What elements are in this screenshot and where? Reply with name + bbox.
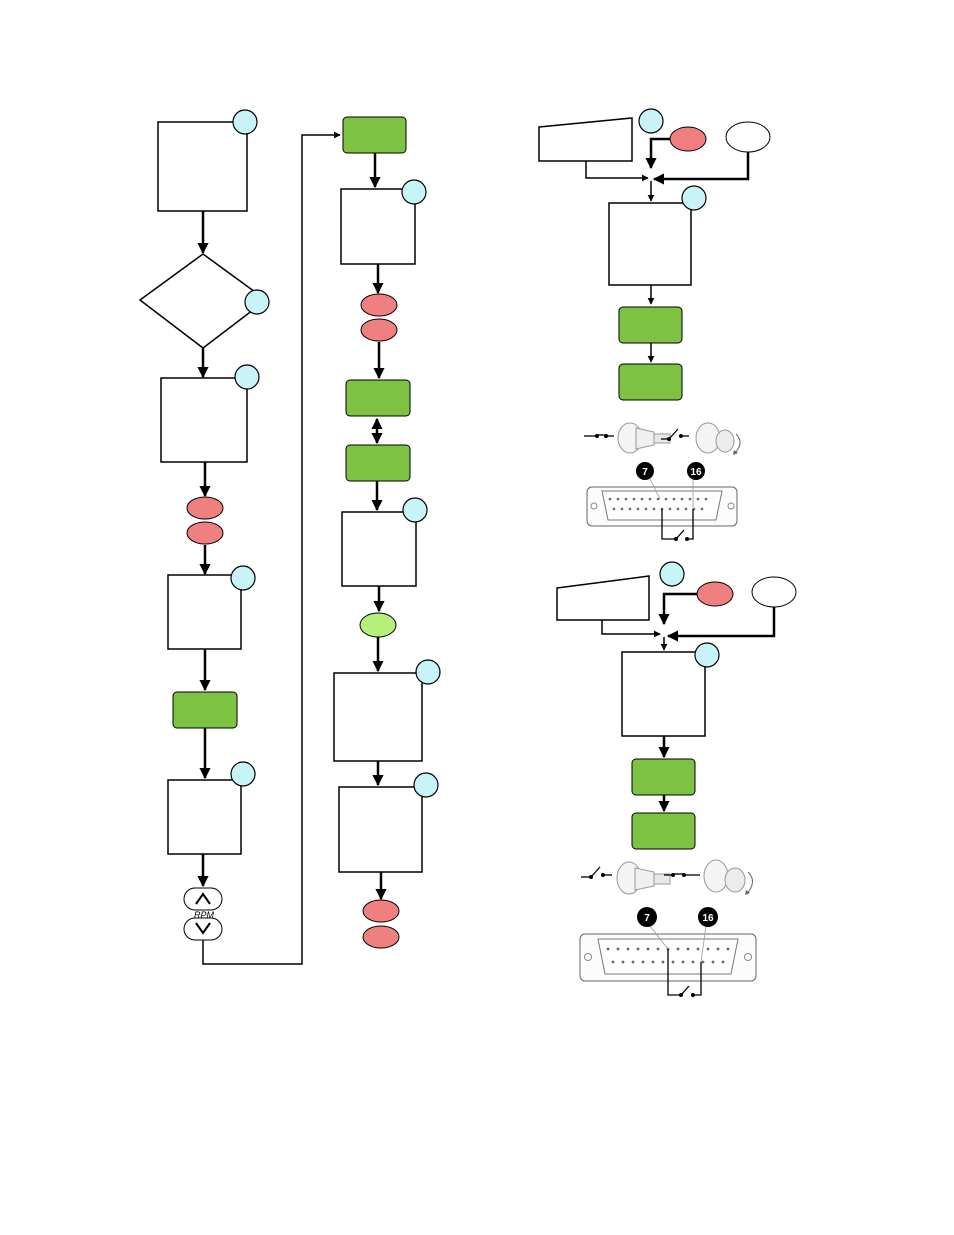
blank-oval — [751, 576, 797, 608]
step-callout-9 — [413, 772, 439, 798]
connector-pin-row — [608, 497, 708, 511]
process-box-8 — [338, 786, 423, 873]
stop-oval — [669, 126, 707, 152]
stop-oval — [186, 496, 224, 520]
switch-key-illustration — [581, 859, 753, 895]
process-box-10 — [621, 651, 706, 737]
turned-key-icon — [703, 859, 753, 895]
stop-oval — [360, 318, 398, 342]
step-callout-1 — [232, 109, 258, 135]
display-panel — [538, 117, 633, 162]
open-switch-icon — [661, 428, 689, 441]
process-box-7 — [333, 672, 423, 762]
jumper-switch — [661, 509, 685, 540]
step-callout-5 — [230, 761, 256, 787]
turned-key-icon — [695, 422, 741, 455]
process-box-3 — [167, 574, 242, 650]
db25-connector: 7 16 — [579, 907, 757, 997]
flow-connector — [658, 592, 697, 626]
rpm-keypad: RPM — [183, 887, 223, 941]
action-button — [342, 116, 407, 154]
stop-oval — [696, 581, 734, 607]
step-callout-4 — [230, 565, 256, 591]
step-callout-12 — [659, 561, 685, 587]
step-callout-7 — [402, 497, 428, 523]
action-button — [631, 812, 696, 850]
process-box-6 — [341, 511, 417, 587]
open-switch-icon — [581, 866, 612, 879]
step-callout-6 — [401, 179, 427, 205]
process-box-2 — [160, 377, 248, 463]
ignition-key-icon — [617, 422, 671, 454]
pin-badge — [637, 907, 657, 927]
ok-oval — [359, 612, 397, 638]
rpm-up-key — [183, 887, 223, 911]
rpm-down-key — [183, 917, 223, 941]
pin-badge — [698, 907, 718, 927]
pin-label-b: 16 — [702, 913, 714, 924]
chevron-down-icon — [195, 922, 211, 935]
pin-badge — [687, 462, 705, 480]
action-button — [172, 691, 238, 729]
column-1: RPM — [138, 109, 341, 965]
step-callout-8 — [415, 659, 441, 685]
process-box-1 — [157, 121, 248, 212]
column-3-top: 7 16 — [538, 108, 771, 541]
rpm-label: RPM — [194, 910, 215, 920]
pin-label-a: 7 — [642, 467, 648, 478]
pin-badge — [636, 462, 654, 480]
action-button — [631, 758, 696, 796]
flow-connector — [666, 607, 776, 642]
pin-label-b: 16 — [690, 467, 702, 478]
step-callout-3 — [234, 364, 260, 390]
flow-connector — [645, 137, 670, 170]
pin-label-a: 7 — [644, 913, 650, 924]
ignition-key-icon — [616, 861, 671, 895]
step-callout-2 — [244, 289, 270, 315]
step-callout-11 — [681, 185, 707, 211]
flow-connector — [202, 131, 341, 965]
step-callout-10 — [638, 108, 664, 134]
action-button — [345, 379, 411, 417]
process-box-9 — [608, 202, 692, 286]
chevron-up-icon — [195, 892, 211, 905]
blank-oval — [725, 121, 771, 153]
column-3-bottom: 7 16 — [556, 561, 797, 997]
jumper-switch — [667, 949, 690, 996]
step-callout-13 — [694, 642, 720, 668]
closed-switch-icon — [664, 873, 700, 877]
action-button — [618, 363, 683, 401]
stop-oval — [360, 293, 398, 317]
flow-connector — [585, 161, 649, 182]
closed-switch-icon — [584, 434, 614, 438]
column-2 — [333, 116, 441, 949]
action-button — [345, 444, 411, 482]
action-button — [618, 306, 683, 344]
flow-connector — [601, 620, 661, 638]
flow-connector — [652, 152, 750, 185]
stop-oval — [186, 521, 224, 545]
switch-key-illustration — [584, 422, 741, 455]
db25-connector: 7 16 — [586, 462, 738, 541]
stop-oval — [362, 925, 400, 949]
process-box-4 — [167, 779, 242, 855]
process-box-5 — [340, 188, 416, 265]
stop-oval — [362, 899, 400, 923]
connector-pin-row — [606, 947, 730, 964]
display-panel — [556, 575, 650, 621]
